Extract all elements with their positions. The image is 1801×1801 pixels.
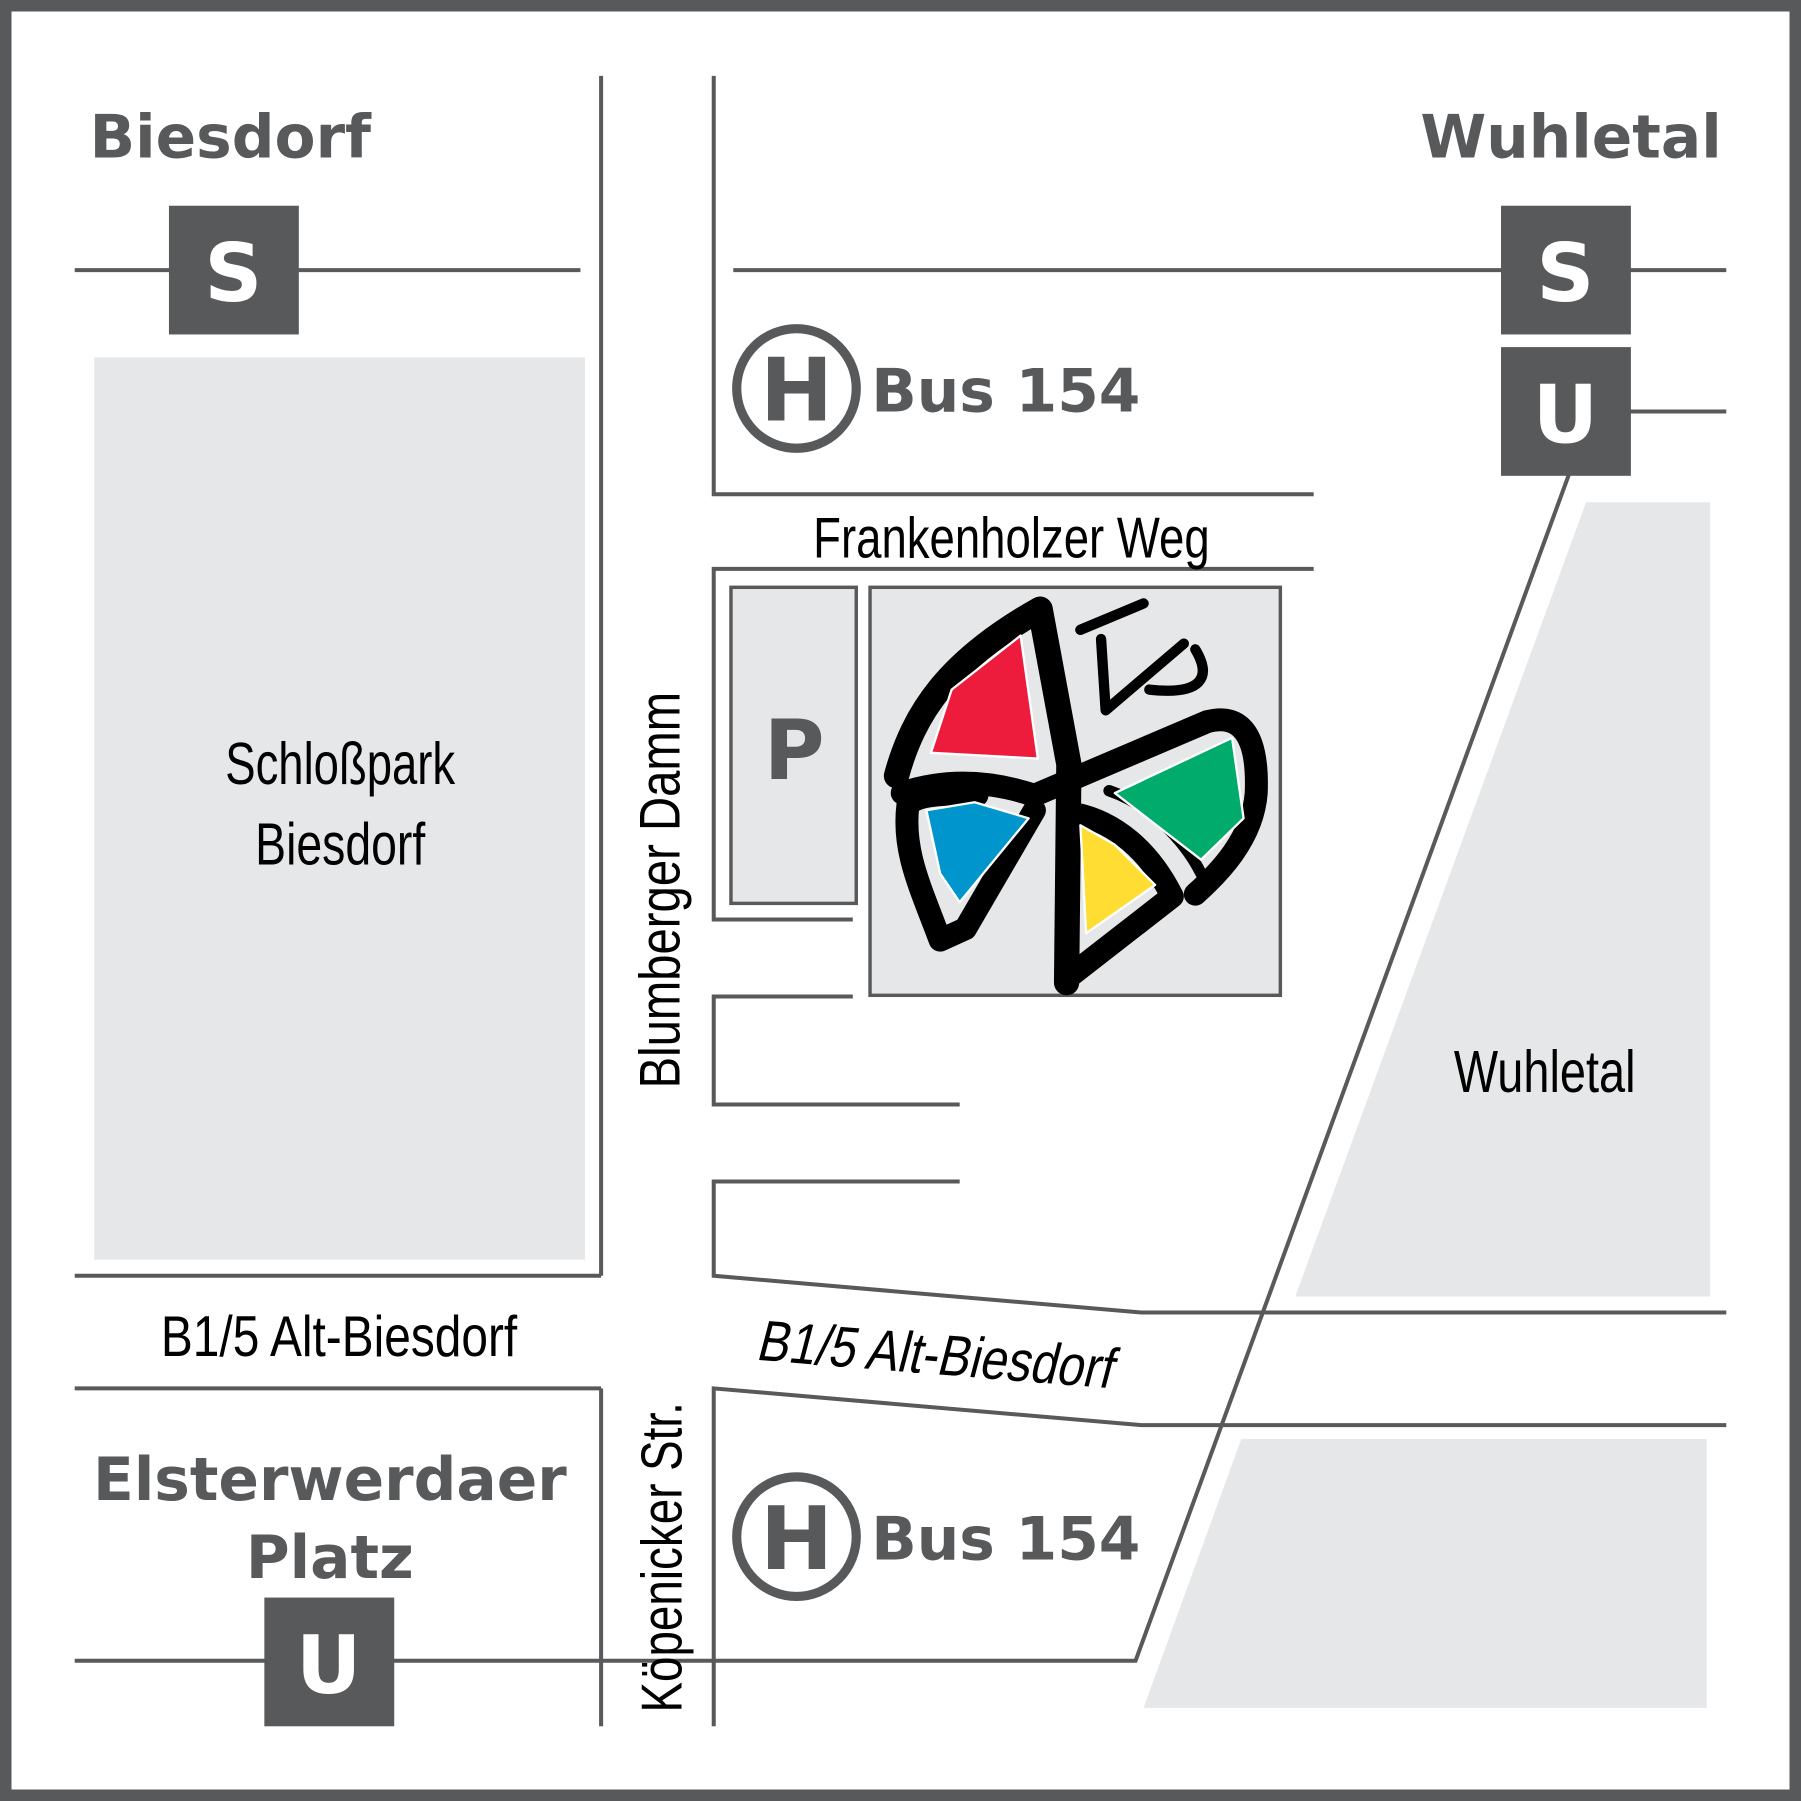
schlosspark-area: [94, 357, 586, 1260]
bus-stop-south: H Bus 154: [732, 1472, 1140, 1602]
destination-logo-icon: [883, 596, 1268, 996]
svg-text:S: S: [204, 226, 262, 320]
destination-building: [868, 585, 1283, 998]
station-name-biesdorf: Biesdorf: [90, 103, 372, 172]
street-blumberger-damm: Blumberger Damm: [628, 692, 692, 1089]
bus-stop-icon: [732, 1472, 861, 1602]
street-koepenicker-str: Köpenicker Str.: [631, 1402, 695, 1712]
area-label-wuhletal: Wuhletal: [1454, 1038, 1636, 1105]
station-name-elsterwerdaer-1: Elsterwerdaer: [93, 1446, 567, 1515]
area-label-schlosspark-2: Biesdorf: [255, 810, 425, 877]
wuhletal-area: [1295, 502, 1711, 1297]
svg-text:H: H: [760, 1488, 833, 1590]
street-alt-biesdorf-west: B1/5 Alt-Biesdorf: [161, 1305, 518, 1369]
station-name-elsterwerdaer-2: Platz: [246, 1524, 414, 1593]
parking-icon: P: [764, 702, 825, 799]
bus-stop-north: H Bus 154: [732, 324, 1140, 453]
svg-text:S: S: [1536, 226, 1594, 320]
bus-stop-icon: [732, 324, 861, 453]
svg-text:U: U: [296, 1618, 361, 1712]
svg-text:U: U: [1533, 367, 1598, 461]
svg-text:Bus 154: Bus 154: [871, 357, 1140, 426]
station-name-wuhletal: Wuhletal: [1420, 103, 1721, 172]
u-bahn-icon-elsterwerdaer: U: [264, 1597, 395, 1727]
street-frankenholzer-weg: Frankenholzer Weg: [813, 506, 1210, 570]
s-bahn-icon-biesdorf: S: [168, 205, 299, 335]
svg-text:Bus 154: Bus 154: [871, 1506, 1140, 1575]
svg-text:H: H: [760, 340, 833, 442]
southeast-area: [1143, 1438, 1707, 1708]
s-bahn-icon-wuhletal: S: [1501, 205, 1631, 335]
parking-area: P: [729, 585, 858, 906]
u-bahn-icon-wuhletal: U: [1501, 347, 1631, 476]
area-label-schlosspark-1: Schloßpark: [225, 730, 455, 797]
